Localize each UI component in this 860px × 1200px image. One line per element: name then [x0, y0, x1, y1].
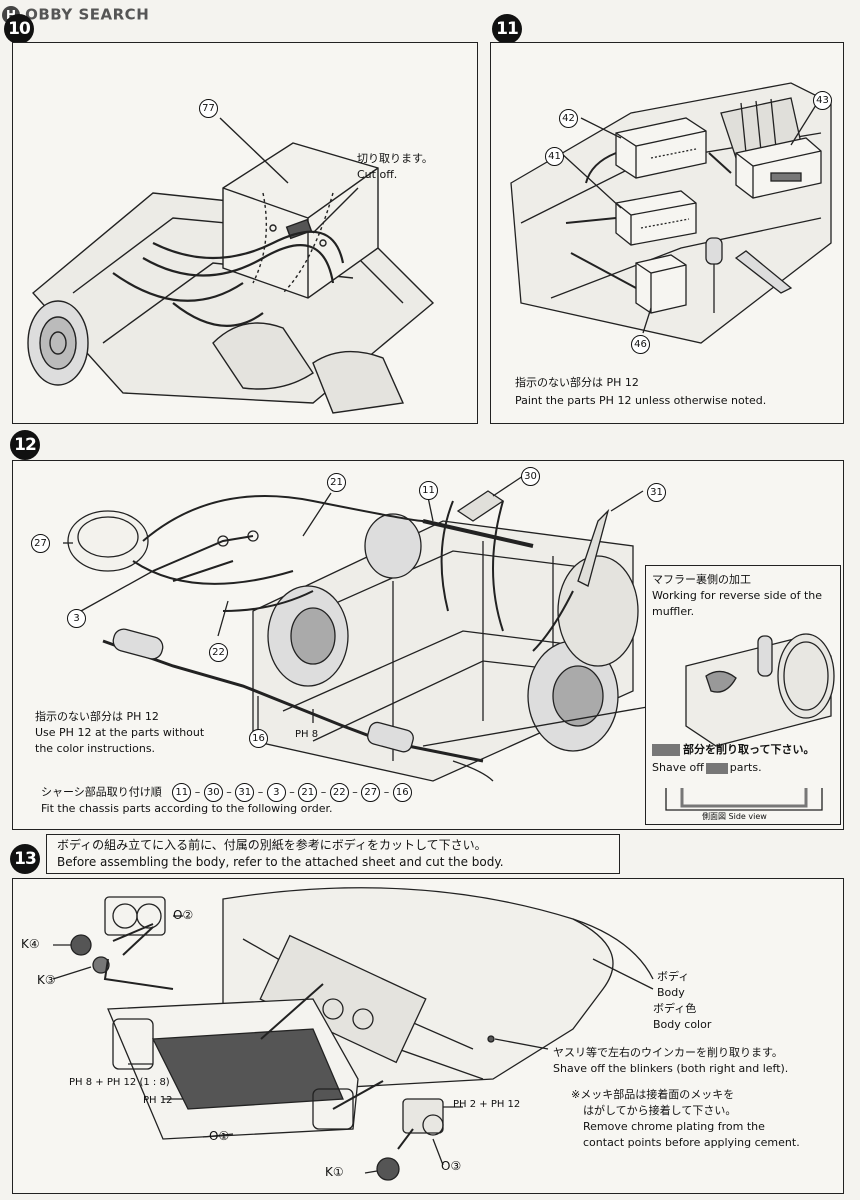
chrome-note-jp-1: ※メッキ部品は接着面のメッキを	[571, 1088, 735, 1101]
body-color-jp: ボディ色	[653, 1002, 697, 1015]
step-12-illustration	[63, 475, 654, 782]
body-cut-note-en: Before assembling the body, refer to the…	[57, 855, 504, 869]
assembly-order-row: シャーシ部品取り付け順 11 – 30 – 31 – 3 – 21 – 22 –…	[41, 783, 412, 802]
chrome-note-en-2: contact points before applying cement.	[583, 1136, 800, 1149]
step12-paint-note-jp: 指示のない部分は PH 12	[35, 710, 159, 723]
chrome-note-jp-2: はがしてから接着して下さい。	[583, 1104, 737, 1117]
body-label-jp: ボディ	[657, 970, 690, 983]
part-11-label: 11	[419, 481, 438, 500]
part-31-label: 31	[647, 483, 666, 502]
part-27-label: 27	[31, 534, 50, 553]
order-step-2: 30	[203, 783, 223, 802]
logo-text: OBBY SEARCH	[25, 5, 150, 24]
cut-off-note-en: Cut off.	[357, 168, 398, 181]
label-k4: K④	[21, 937, 40, 951]
paint-note-jp: 指示のない部分は PH 12	[515, 376, 639, 389]
label-o3: O③	[441, 1159, 462, 1173]
step-10-badge: 10	[4, 14, 34, 44]
part-41-label: 41	[545, 147, 564, 166]
step-11-illustration	[510, 82, 832, 344]
part-77-label: 77	[199, 99, 218, 118]
body-label-en: Body	[657, 986, 685, 999]
step-13-badge: 13	[10, 844, 40, 874]
body-cut-note-jp: ボディの組み立てに入る前に、付属の別紙を参考にボディをカットして下さい。	[57, 838, 487, 852]
step12-paint-note-en-1: Use PH 12 at the parts without	[35, 726, 205, 739]
step-12-panel: 21 11 30 31 27 3 22 16 PH 8 指示のない部分は PH …	[12, 460, 844, 830]
order-step-7: 27	[361, 783, 381, 802]
assembly-order-en: Fit the chassis parts according to the f…	[41, 802, 333, 815]
paint-note-en: Paint the parts PH 12 unless otherwise n…	[515, 394, 767, 407]
step-13-illustration	[52, 887, 654, 1181]
step-13-panel: O② K④ K③ PH 8 + PH 12 (1 : 8) PH 12 O① P…	[12, 878, 844, 1194]
assembly-order-title: シャーシ部品取り付け順	[41, 785, 162, 799]
order-step-8: 16	[392, 783, 412, 802]
muffler-illustration	[665, 633, 835, 811]
part-30-label: 30	[521, 467, 540, 486]
exhaust-paint-ref: PH 8	[295, 729, 319, 740]
blinker-note-en: Shave off the blinkers (both right and l…	[553, 1062, 789, 1075]
step-12-badge: 12	[10, 430, 40, 460]
muffler-title-jp: マフラー裏側の加工	[652, 573, 751, 586]
label-grille-paint: PH 8 + PH 12 (1 : 8)	[69, 1077, 170, 1088]
part-3-label: 3	[67, 609, 86, 628]
label-ph2-ph12: PH 2 + PH 12	[453, 1099, 521, 1110]
step-11-badge: 11	[492, 14, 522, 44]
order-step-6: 22	[329, 783, 349, 802]
muffler-title-en-1: Working for reverse side of the	[652, 589, 823, 602]
part-22-label: 22	[209, 643, 228, 662]
label-o2: O②	[173, 908, 194, 922]
shave-swatch-inline	[705, 762, 728, 774]
part-42-label: 42	[559, 109, 578, 128]
part-16-label: 16	[249, 729, 268, 748]
order-step-3: 31	[235, 783, 255, 802]
order-step-5: 21	[298, 783, 318, 802]
muffler-title-en-2: muffler.	[652, 605, 695, 618]
step12-paint-note-en-2: the color instructions.	[35, 742, 156, 755]
step-13-header: ボディの組み立てに入る前に、付属の別紙を参考にボディをカットして下さい。 Bef…	[46, 834, 620, 874]
label-o1: O①	[209, 1129, 230, 1143]
step-10-illustration	[27, 117, 435, 414]
blinker-note-jp: ヤスリ等で左右のウインカーを削り取ります。	[553, 1046, 783, 1059]
side-view-label: 側面図 Side view	[702, 812, 767, 821]
order-step-1: 11	[172, 783, 192, 802]
label-k1: K①	[325, 1165, 344, 1179]
muffler-inset: マフラー裏側の加工 Working for reverse side of th…	[645, 565, 841, 825]
order-step-4: 3	[266, 783, 286, 802]
step-11-panel: 42 41 43 46 指示のない部分は PH 12 Paint the par…	[490, 42, 844, 424]
chrome-note-en-1: Remove chrome plating from the	[583, 1120, 765, 1133]
label-k3: K③	[37, 973, 56, 987]
part-46-label: 46	[631, 335, 650, 354]
part-43-label: 43	[813, 91, 832, 110]
shave-swatch	[652, 744, 680, 756]
step-10-panel: 77 切り取ります。 Cut off.	[12, 42, 478, 424]
label-ph12: PH 12	[143, 1095, 173, 1106]
part-21-label: 21	[327, 473, 346, 492]
shave-note-jp: 部分を削り取って下さい。	[652, 742, 814, 757]
body-color-en: Body color	[653, 1018, 712, 1031]
cut-off-note-jp: 切り取ります。	[357, 152, 433, 165]
